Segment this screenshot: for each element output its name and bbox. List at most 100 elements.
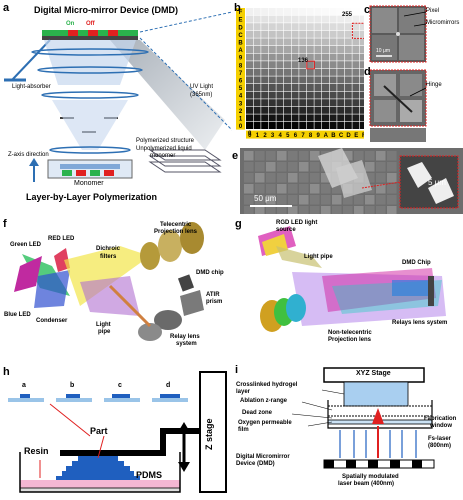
panel-e-label: e [232, 150, 239, 162]
gray-cell [261, 84, 269, 91]
gray-cell [322, 61, 329, 69]
gray-cell [268, 30, 276, 38]
z-stage-label: Z stage [204, 418, 214, 450]
micromirror-tile [244, 151, 254, 161]
gray-cell [261, 53, 269, 61]
col-tick-label: 2 [263, 133, 267, 139]
layer-caption: Layer-by-Layer Polymerization [26, 192, 158, 202]
gray-cell [360, 46, 364, 53]
micromirror-tile [255, 151, 265, 161]
gray-cell [337, 23, 345, 31]
gray-cell [299, 106, 307, 114]
gray-cell [246, 114, 253, 122]
micromirror-tile [387, 206, 397, 214]
unpolymerized-label-1: Unpolymerized liquid [136, 146, 192, 152]
gray-cell [246, 46, 253, 53]
gray-cell [329, 61, 337, 69]
gray-cell [261, 106, 269, 114]
col-tick-label: 6 [294, 133, 298, 139]
gray-cell [322, 76, 329, 84]
gray-cell [314, 38, 322, 46]
gray-cell [329, 68, 337, 76]
row-tick-label: 2 [239, 109, 243, 115]
panel-f-label: f [3, 218, 7, 230]
gray-cell [299, 53, 307, 61]
gray-cell [253, 122, 261, 129]
lens-3 [41, 91, 139, 99]
gray-cell [253, 114, 261, 122]
gray-cell [322, 114, 329, 122]
micromirror-tile [255, 184, 265, 194]
gray-cell [322, 99, 329, 107]
gray-cell [306, 91, 314, 99]
gray-cell [314, 76, 322, 84]
gray-cell [276, 61, 284, 69]
scale-10um-label: 10 μm [376, 48, 390, 54]
gray-cell [299, 114, 307, 122]
gray-cell [337, 15, 345, 23]
gray-cell [261, 99, 269, 107]
pdms-layer [20, 480, 180, 488]
col-tick-label: 4 [279, 133, 283, 139]
crosslinked-label-1: Crosslinked hydrogel [236, 382, 298, 388]
micromirror-tile [277, 206, 287, 214]
gray-cell [344, 15, 352, 23]
gray-cell [329, 99, 337, 107]
fs-laser-hydrogel-diagram [291, 367, 435, 469]
gray-cell [299, 30, 307, 38]
gray-cell [306, 76, 314, 84]
fab-window-label-2: window [430, 423, 452, 429]
gray-cell [268, 68, 276, 76]
gray-cell [246, 68, 253, 76]
micromirror-tile [310, 173, 320, 183]
micromirror-tile [266, 206, 276, 214]
layer-stack [148, 149, 222, 173]
gray-cell [276, 53, 284, 61]
gray-cell [337, 99, 345, 107]
printed-part [56, 456, 140, 480]
gray-cell [299, 61, 307, 69]
row-tick-label: C [238, 33, 243, 39]
micromirror-tile [343, 195, 353, 205]
gray-cell [291, 99, 299, 107]
micromirror-tile [255, 162, 265, 172]
spatial-label-2: laser beam (400nm) [338, 481, 395, 487]
gray-cell [299, 84, 307, 91]
gray-cell [284, 106, 291, 114]
gray-cell [352, 53, 360, 61]
micromirror-tile [332, 206, 342, 214]
gray-cell [306, 30, 314, 38]
gray-cell [261, 114, 269, 122]
gray-cell [299, 8, 307, 15]
gray-cell [268, 38, 276, 46]
hinge-label: Hinge [426, 82, 442, 88]
gray-cell [253, 30, 261, 38]
gray-cell [329, 38, 337, 46]
gray-cell [352, 30, 360, 38]
micromirror-tile [387, 151, 397, 161]
gray-cell [253, 99, 261, 107]
gray-cell [329, 53, 337, 61]
gray-cell [306, 38, 314, 46]
gray-cell [314, 30, 322, 38]
light-pipe-label-1: Light [96, 322, 111, 328]
gray-cell [268, 84, 276, 91]
gray-cell [276, 106, 284, 114]
gray-cell [284, 8, 291, 15]
gray-cell [299, 23, 307, 31]
col-label-bar [246, 130, 364, 139]
gray-cell [344, 99, 352, 107]
on-label: On [66, 21, 75, 27]
gray-cell [352, 76, 360, 84]
gray-cell [314, 53, 322, 61]
gray-cell [337, 106, 345, 114]
gray-cell [291, 84, 299, 91]
panel-a-label: a [3, 2, 10, 14]
gray-cell [299, 122, 307, 129]
gray-cell [352, 99, 360, 107]
gray-cell [337, 68, 345, 76]
z-stage-column [199, 371, 227, 493]
micromirror-tile [354, 195, 364, 205]
col-tick-label: E [354, 133, 358, 139]
gray-cell [253, 38, 261, 46]
